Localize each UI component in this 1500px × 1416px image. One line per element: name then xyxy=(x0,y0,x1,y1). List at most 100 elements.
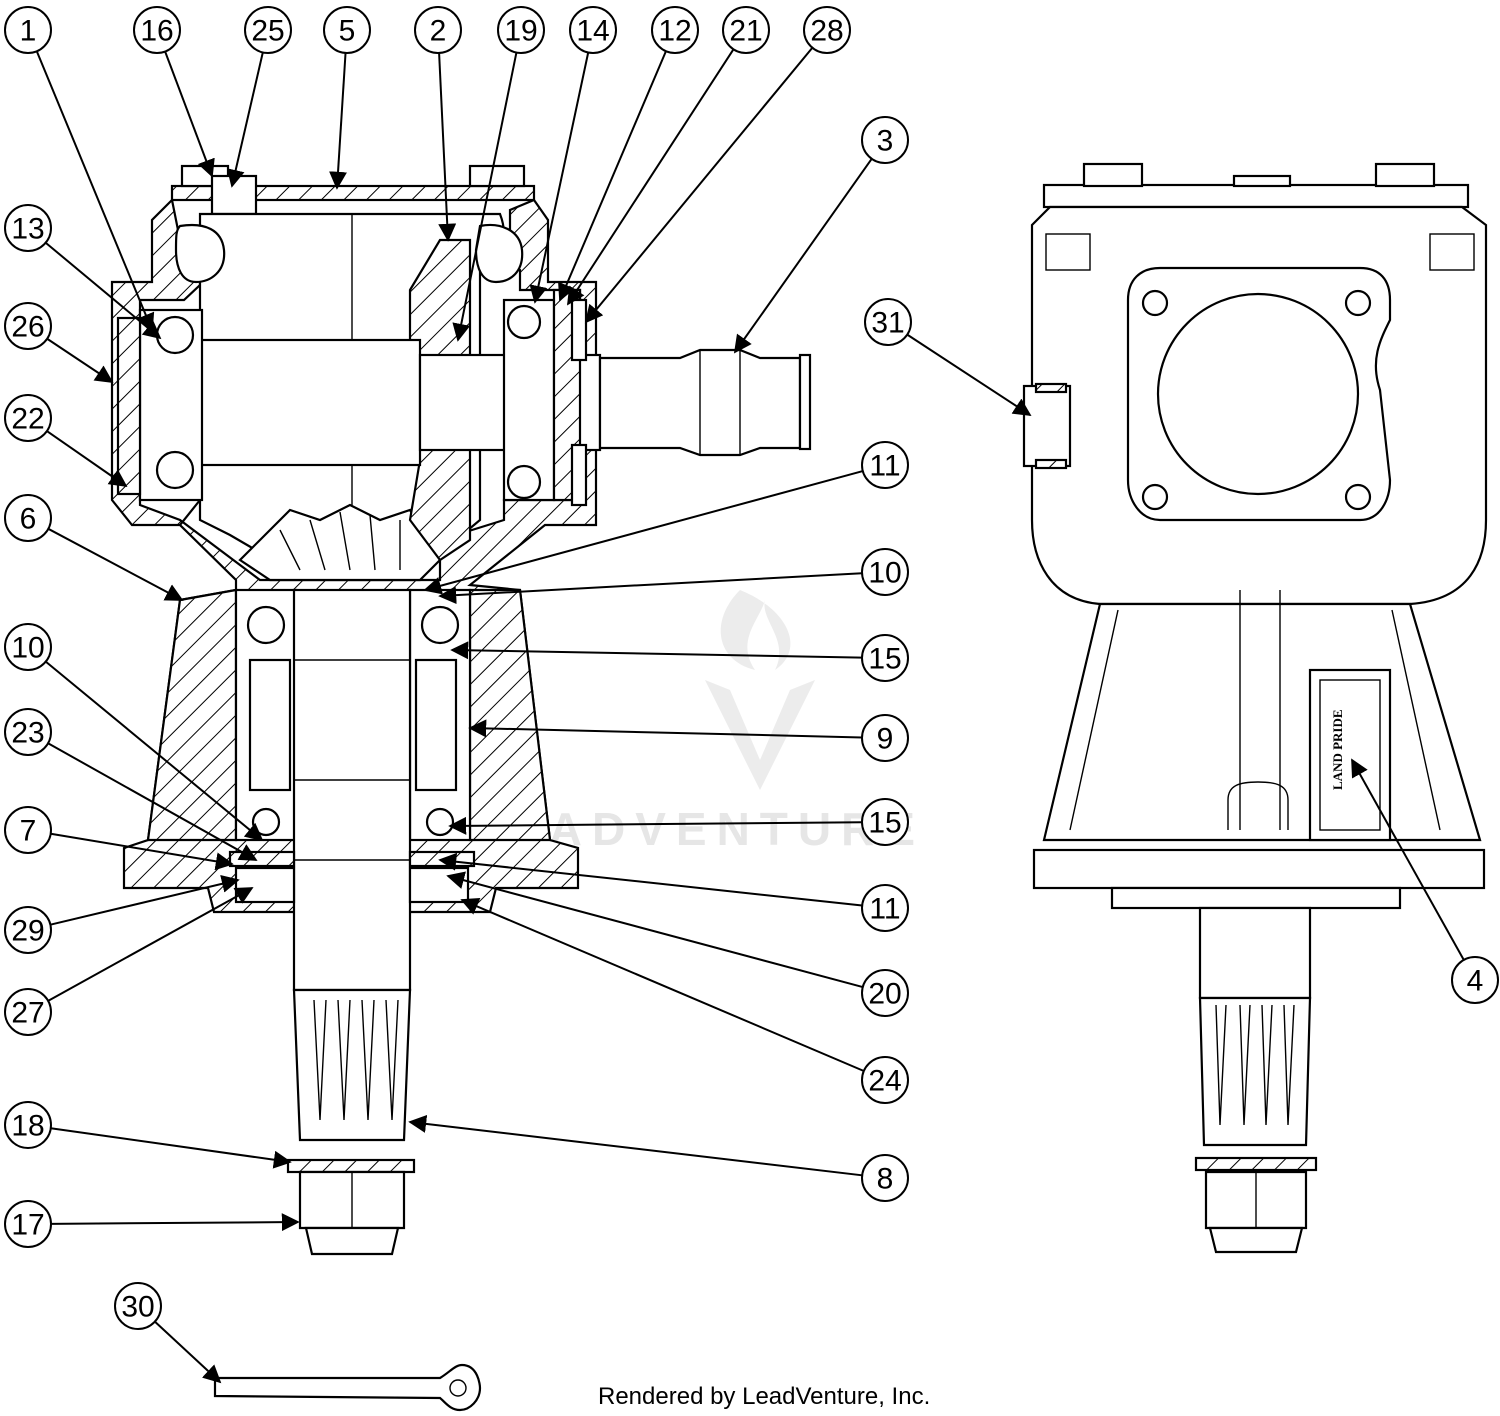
leader-line xyxy=(329,52,348,190)
callout-circle xyxy=(4,1200,52,1248)
decal-text: LAND PRIDE xyxy=(1330,709,1345,790)
callout-25: 25 xyxy=(226,6,292,188)
callout-circle xyxy=(414,6,462,54)
callout-circle xyxy=(569,6,617,54)
callout-number: 22 xyxy=(11,403,44,436)
leader-line xyxy=(584,47,814,324)
callout-circle xyxy=(4,6,52,54)
leader-line xyxy=(50,1213,300,1232)
callout-number: 27 xyxy=(11,997,44,1030)
callout-circle xyxy=(722,6,770,54)
callout-number: 11 xyxy=(869,893,900,926)
callout-number: 10 xyxy=(868,557,901,590)
callout-20: 20 xyxy=(446,871,909,1017)
callout-14: 14 xyxy=(529,6,617,304)
callout-number: 6 xyxy=(20,503,37,536)
callout-number: 18 xyxy=(11,1110,44,1143)
callout-circle xyxy=(1451,956,1499,1004)
leader-line xyxy=(438,52,457,242)
callout-2: 2 xyxy=(414,6,462,242)
callout-circle xyxy=(114,1282,162,1330)
callout-15: 15 xyxy=(450,634,909,682)
callout-21: 21 xyxy=(567,6,770,306)
callout-3: 3 xyxy=(733,116,909,354)
callout-circle xyxy=(861,441,909,489)
leader-line xyxy=(46,337,114,383)
callout-15: 15 xyxy=(448,798,909,846)
callout-number: 10 xyxy=(11,632,44,665)
callout-16: 16 xyxy=(133,6,215,178)
callout-31: 31 xyxy=(864,298,1032,416)
callout-number: 25 xyxy=(251,15,284,48)
callout-number: 5 xyxy=(339,15,356,48)
leader-line xyxy=(438,572,863,605)
callout-number: 29 xyxy=(11,915,44,948)
callout-11: 11 xyxy=(438,852,909,932)
callout-number: 12 xyxy=(658,15,691,48)
leader-line xyxy=(35,50,155,332)
leader-line xyxy=(1351,758,1465,961)
callout-30: 30 xyxy=(114,1282,222,1384)
callout-number: 3 xyxy=(877,125,894,158)
leader-line xyxy=(226,52,264,188)
exterior-view: LAND PRIDE xyxy=(1022,162,1488,1254)
leader-line xyxy=(46,430,128,488)
callout-29: 29 xyxy=(4,874,240,954)
leader-line xyxy=(529,52,590,304)
leader-line xyxy=(47,887,254,1002)
callout-number: 15 xyxy=(868,807,901,840)
callout-circle xyxy=(861,714,909,762)
leader-line xyxy=(446,871,864,989)
callout-circle xyxy=(4,302,52,350)
callout-number: 31 xyxy=(871,307,904,340)
leader-line xyxy=(45,660,264,842)
callout-number: 28 xyxy=(810,15,843,48)
leader-line xyxy=(50,1127,292,1169)
callout-circle xyxy=(4,806,52,854)
callout-circle xyxy=(861,548,909,596)
callout-10: 10 xyxy=(438,548,909,605)
callout-7: 7 xyxy=(4,806,234,871)
callout-circle xyxy=(861,798,909,846)
callout-number: 15 xyxy=(868,643,901,676)
callout-number: 14 xyxy=(576,15,609,48)
callout-circle xyxy=(4,394,52,442)
callout-number: 4 xyxy=(1467,965,1484,998)
callout-circle xyxy=(803,6,851,54)
callout-number: 2 xyxy=(430,15,447,48)
leader-line xyxy=(154,1320,222,1384)
callout-1: 1 xyxy=(4,6,155,332)
callout-12: 12 xyxy=(558,6,699,302)
callout-number: 9 xyxy=(877,723,894,756)
callout-number: 24 xyxy=(868,1065,901,1098)
callout-circle xyxy=(4,623,52,671)
callout-circle xyxy=(4,988,52,1036)
callout-26: 26 xyxy=(4,302,114,383)
callout-circle xyxy=(861,969,909,1017)
callout-circle xyxy=(4,1101,52,1149)
callout-circle xyxy=(323,6,371,54)
credit-text: Rendered by LeadVenture, Inc. xyxy=(598,1383,930,1410)
callout-9: 9 xyxy=(468,714,909,762)
callout-circle xyxy=(864,298,912,346)
callout-circle xyxy=(133,6,181,54)
callout-22: 22 xyxy=(4,394,128,488)
callout-circle xyxy=(861,1056,909,1104)
leader-line xyxy=(50,874,240,926)
leader-line xyxy=(733,158,873,354)
leader-line xyxy=(47,527,184,601)
callout-number: 16 xyxy=(140,15,173,48)
leader-line xyxy=(448,816,863,835)
callout-4: 4 xyxy=(1351,758,1499,1004)
callout-28: 28 xyxy=(584,6,851,324)
callout-circle xyxy=(4,906,52,954)
leader-line xyxy=(567,48,735,306)
callout-8: 8 xyxy=(408,1114,909,1202)
callout-number: 11 xyxy=(869,450,900,483)
leader-line xyxy=(408,1114,863,1177)
callout-circle xyxy=(4,204,52,252)
leader-line xyxy=(50,832,234,871)
callout-circle xyxy=(861,1154,909,1202)
leader-line xyxy=(452,52,518,342)
